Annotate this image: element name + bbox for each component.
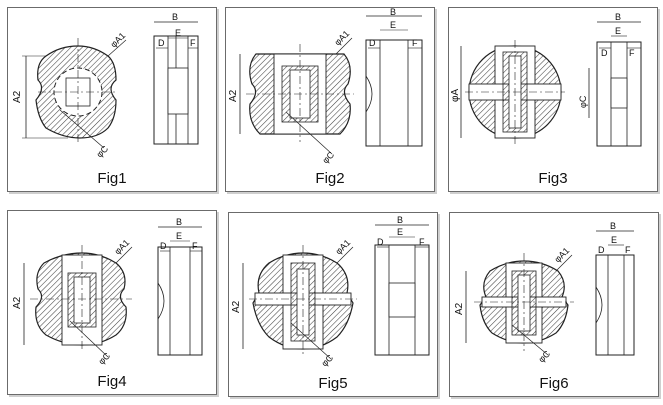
dim-a1-label: φA1: [552, 245, 571, 264]
dim-f-label: F: [625, 245, 631, 255]
dim-a1-label: φA1: [108, 30, 127, 49]
figure-caption: Fig5: [318, 375, 348, 392]
dim-f-label: F: [192, 241, 198, 251]
dim-a2-label: A2: [228, 89, 239, 102]
dim-c-label: φC: [536, 348, 552, 364]
dim-f-label: F: [412, 38, 418, 48]
dim-e-label: E: [397, 227, 403, 237]
figure-caption: Fig4: [97, 373, 127, 390]
figure-panel-3: φA φC B D E F Fig3: [448, 7, 658, 192]
dim-e-label: E: [175, 28, 181, 38]
figure-panel-4: A2 φA1 φC B D E F Fig4: [7, 210, 217, 395]
figure-panel-1: A2 φA1 φC B D E F Fig1: [7, 7, 217, 192]
dim-b-label: B: [397, 215, 403, 225]
dim-d-label: D: [598, 245, 605, 255]
dim-a2-label: A2: [12, 296, 23, 309]
figure-caption: Fig2: [315, 170, 345, 187]
figure-panel-6: A2 φA1 φC B D E F Fig6: [449, 212, 659, 397]
dim-e-label: E: [390, 20, 396, 30]
dim-d-label: D: [369, 38, 376, 48]
figure-panel-2: A2 φA1 φC B D E F Fig2: [225, 7, 435, 192]
dim-a2-label: A2: [12, 90, 23, 103]
dim-a2-label: φA: [450, 89, 461, 102]
side-view: [365, 39, 423, 147]
figure-panel-5: A2 φA1 φC B D E F Fig5: [228, 212, 438, 397]
dim-c-label: φC: [319, 352, 335, 368]
dim-f-label: F: [629, 48, 635, 58]
dim-c-label: φC: [94, 143, 110, 159]
dim-a1-label: φA1: [332, 28, 351, 47]
fig4-drawing: A2 φA1 φC B D E F: [12, 217, 203, 366]
dim-e-label: E: [615, 26, 621, 36]
fig3-drawing: φA φC B D E F: [450, 12, 642, 147]
fig5-drawing: A2 φA1 φC B D E F: [231, 215, 430, 368]
fig2-drawing: A2 φA1 φC B D E F: [228, 8, 423, 165]
figure-caption: Fig3: [538, 170, 568, 187]
dim-b-label: B: [615, 12, 621, 22]
dim-a2-label: A2: [231, 300, 242, 313]
dim-d-label: D: [377, 237, 384, 247]
figure-caption: Fig1: [97, 170, 127, 187]
side-view: [157, 246, 203, 356]
dim-c-label: φC: [96, 350, 112, 366]
dim-d-label: D: [601, 48, 608, 58]
dim-b-label: B: [610, 221, 616, 231]
figure-caption: Fig6: [539, 375, 569, 392]
dim-b-label: B: [176, 217, 182, 227]
dim-d-label: D: [160, 241, 167, 251]
dim-a1-label: φA1: [112, 237, 131, 256]
dim-e-label: E: [611, 235, 617, 245]
dim-f-label: F: [190, 38, 196, 48]
dim-a1-label: φA1: [333, 237, 352, 256]
dim-c-label: φC: [320, 149, 336, 165]
dim-d-label: D: [158, 38, 165, 48]
fig6-drawing: A2 φA1 φC B D E F: [454, 221, 635, 364]
dim-b-label: B: [172, 12, 178, 22]
dim-b-label: B: [390, 8, 396, 17]
dim-e-label: E: [176, 231, 182, 241]
dim-f-label: F: [419, 237, 425, 247]
fig1-drawing: A2 φA1 φC B D E F: [12, 12, 199, 159]
dim-a2-label: A2: [454, 302, 465, 315]
dim-c-label: φC: [578, 95, 588, 108]
